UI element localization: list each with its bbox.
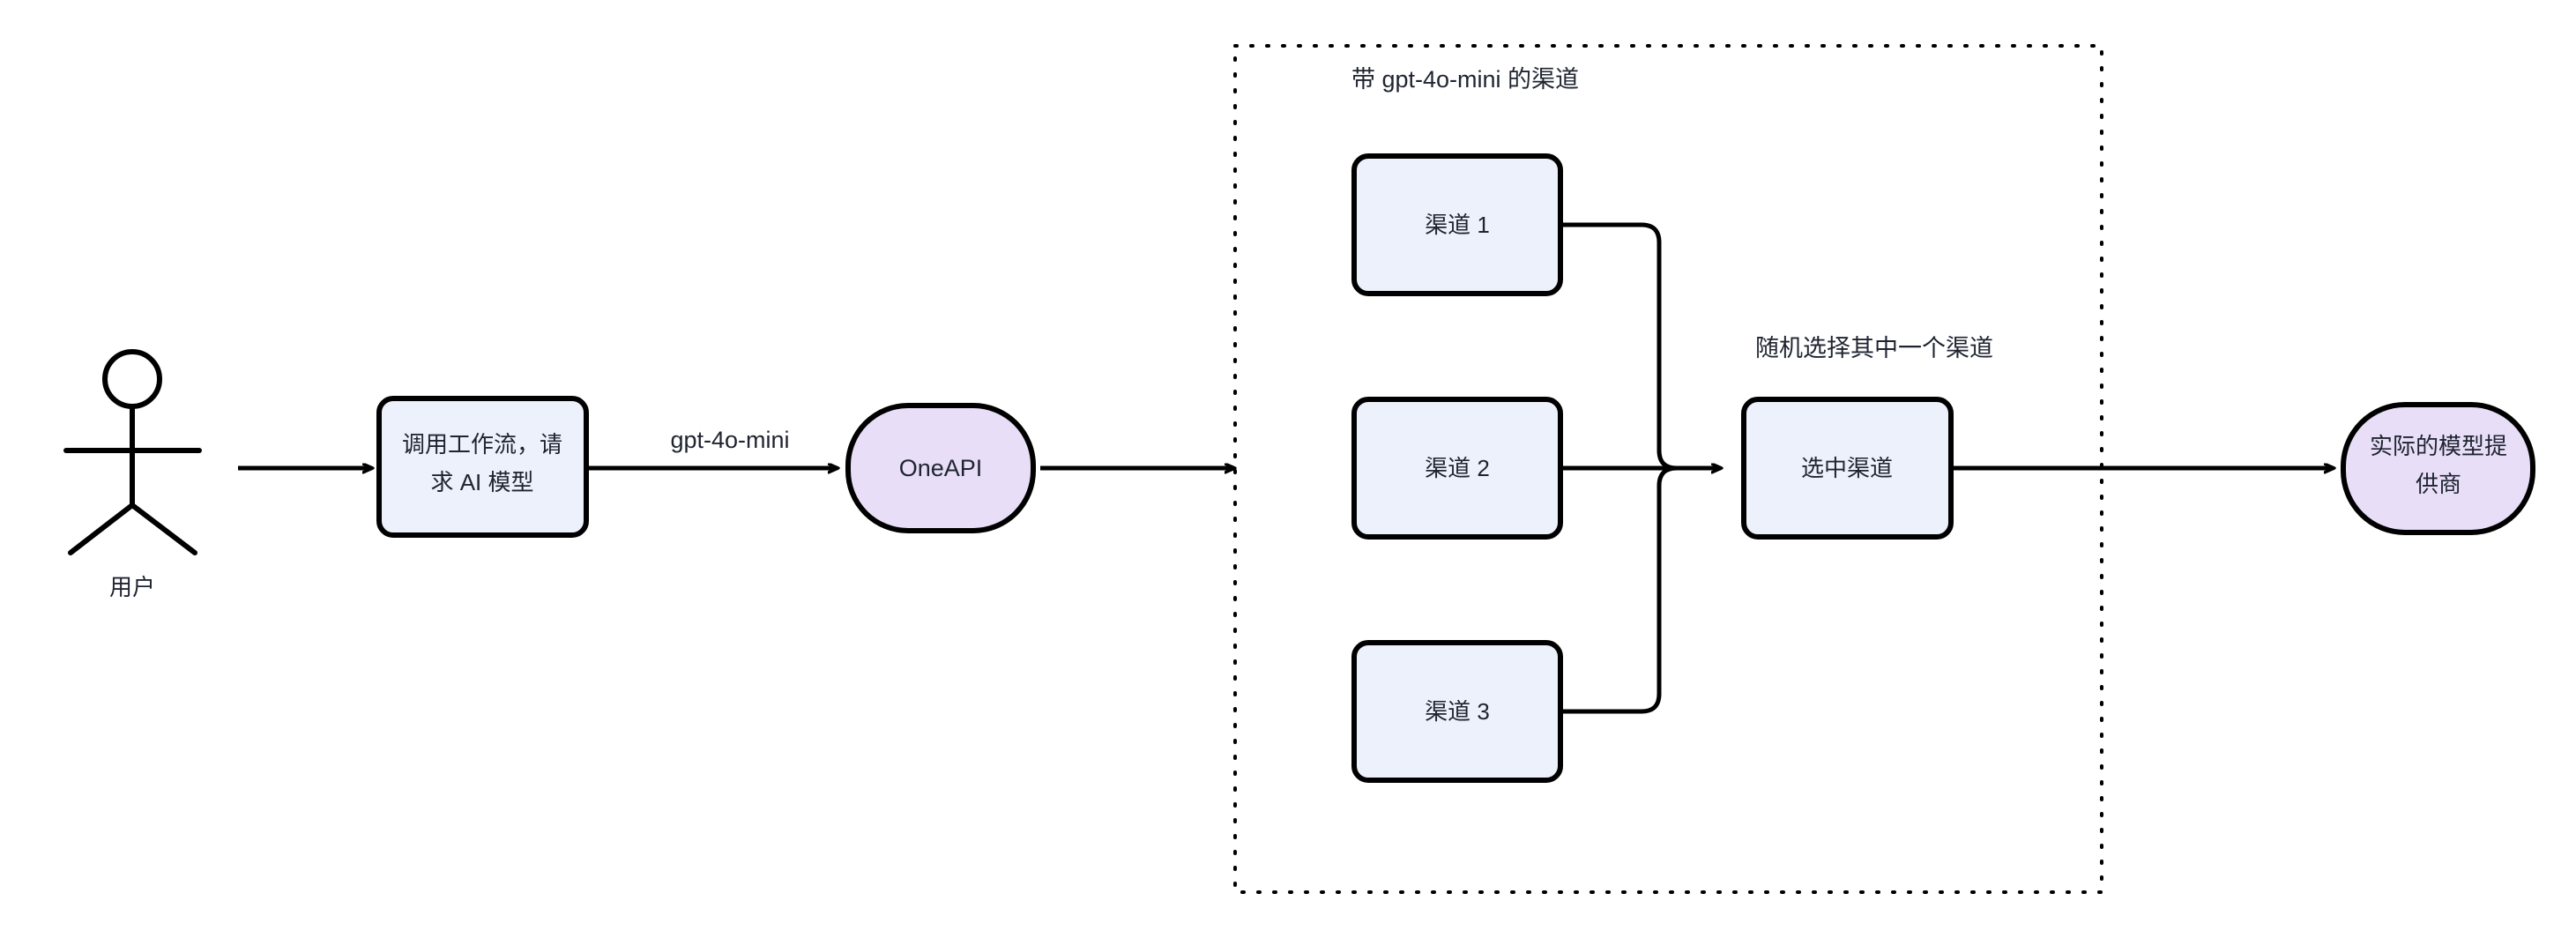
edge-channel-1-to-selected	[1560, 222, 1719, 471]
node-channel-2-shape[interactable]	[1351, 397, 1563, 540]
node-channel-1-label: 渠道 1	[1425, 212, 1490, 238]
group-title: 带 gpt-4o-mini 的渠道	[1351, 66, 1579, 93]
node-channel-2-label: 渠道 2	[1425, 455, 1490, 481]
node-selected-channel-shape[interactable]	[1741, 397, 1954, 540]
node-oneapi-shape[interactable]	[845, 403, 1036, 533]
actor-left-leg-line	[68, 502, 135, 555]
node-workflow[interactable]: 调用工作流，请 求 AI 模型	[376, 396, 589, 538]
user-actor: 用户	[63, 349, 202, 600]
node-workflow-shape[interactable]	[376, 396, 589, 538]
node-provider-label-line-2: 供商	[2416, 471, 2461, 497]
node-channel-3-label: 渠道 3	[1425, 698, 1490, 725]
actor-right-leg-line	[130, 502, 197, 555]
node-workflow-label-line-2: 求 AI 模型	[430, 469, 533, 495]
edge-channel-3-to-selected	[1560, 465, 1719, 714]
edge-label-random-selection: 随机选择其中一个渠道	[1755, 335, 1993, 361]
actor-head-icon	[102, 349, 162, 409]
node-provider[interactable]: 实际的模型提 供商	[2341, 402, 2535, 535]
node-selected-channel[interactable]: 选中渠道	[1741, 397, 1954, 540]
node-selected-channel-label: 选中渠道	[1801, 455, 1893, 481]
node-channel-1[interactable]: 渠道 1	[1351, 153, 1563, 296]
node-oneapi[interactable]: OneAPI	[845, 403, 1036, 533]
node-channel-2[interactable]: 渠道 2	[1351, 397, 1563, 540]
user-actor-label: 用户	[109, 574, 155, 600]
node-provider-label-line-1: 实际的模型提	[2370, 433, 2507, 459]
node-oneapi-label: OneAPI	[899, 455, 983, 481]
edge-label-gpt-4o-mini: gpt-4o-mini	[670, 427, 789, 453]
node-channel-3[interactable]: 渠道 3	[1351, 640, 1563, 783]
node-provider-shape[interactable]	[2341, 402, 2535, 535]
node-workflow-label-line-1: 调用工作流，请	[402, 431, 562, 458]
